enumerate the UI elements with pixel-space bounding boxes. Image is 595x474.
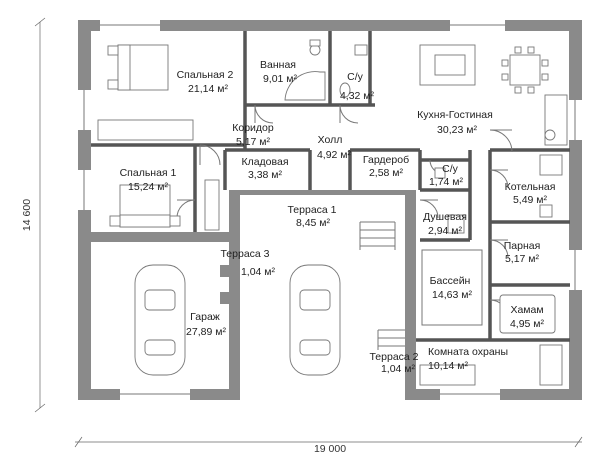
outer-walls: [78, 20, 582, 400]
room-name-boiler: Котельная: [505, 181, 556, 193]
boiler-icon: [539, 154, 563, 176]
room-area-guard: 10,14 м²: [428, 360, 468, 372]
height-dimension: 14 600: [21, 199, 33, 231]
room-area-corridor: 5,17 м²: [236, 136, 271, 148]
room-area-storage: 3,38 м²: [248, 169, 283, 181]
room-area-hammam: 4,95 м²: [510, 318, 545, 330]
room-area-wc2: 1,74 м²: [429, 176, 464, 188]
room-name-steam: Парная: [504, 240, 541, 252]
room-area-terrace3: 1,04 м²: [241, 266, 276, 278]
furniture: [97, 39, 568, 386]
room-name-corridor: Коридор: [232, 122, 274, 134]
room-name-terrace1: Терраса 1: [287, 204, 336, 216]
room-area-bedroom2: 21,14 м²: [188, 83, 228, 95]
room-name-wardrobe: Гардероб: [363, 154, 409, 166]
stairs-icon: [359, 221, 396, 250]
car-icon: [134, 264, 186, 376]
room-labels: Спальная 2 21,14 м² Ванная 9,01 м² С/у 4…: [120, 59, 556, 375]
room-name-storage: Кладовая: [241, 156, 288, 168]
room-name-hall: Холл: [318, 134, 343, 146]
room-area-garage: 27,89 м²: [186, 326, 226, 338]
room-name-wc1: С/у: [347, 71, 364, 83]
room-area-terrace1: 8,45 м²: [296, 217, 331, 229]
room-name-bedroom1: Спальная 1: [120, 167, 177, 179]
car-icon: [289, 264, 341, 376]
room-name-pool: Бассейн: [430, 275, 471, 287]
dining-table-icon: [509, 54, 541, 86]
room-area-terrace2: 1,04 м²: [381, 363, 416, 375]
room-area-boiler: 5,49 м²: [513, 194, 548, 206]
inner-walls: [91, 31, 570, 342]
room-area-bedroom1: 15,24 м²: [128, 181, 168, 193]
room-name-wc2: С/у: [442, 163, 459, 175]
room-area-steam: 5,17 м²: [505, 253, 540, 265]
room-area-hall: 4,92 м²: [317, 149, 352, 161]
room-area-kitchen: 30,23 м²: [437, 124, 477, 136]
room-name-guard: Комната охраны: [428, 346, 508, 358]
room-area-wc1: 4,32 м²: [340, 90, 375, 102]
room-name-garage: Гараж: [190, 311, 220, 323]
room-name-terrace3: Терраса 3: [220, 248, 269, 260]
room-name-hammam: Хамам: [510, 304, 543, 316]
width-dimension: 19 000: [314, 443, 346, 455]
wardrobe-bedroom2: [97, 119, 194, 141]
room-area-wardrobe: 2,58 м²: [369, 167, 404, 179]
dimension-lines: 14 600 19 000: [21, 17, 583, 455]
room-area-shower: 2,94 м²: [428, 225, 463, 237]
toilet-icon: [339, 82, 351, 98]
room-name-shower: Душевая: [423, 211, 467, 223]
room-area-bathroom: 9,01 м²: [263, 73, 298, 85]
pool-outline: [421, 249, 483, 326]
stairs-icon: [377, 329, 405, 350]
bathtub-icon: [284, 71, 326, 101]
room-name-bedroom2: Спальная 2: [177, 69, 234, 81]
wardrobe-bedroom1: [204, 179, 220, 231]
room-name-bathroom: Ванная: [260, 59, 296, 71]
room-name-terrace2: Терраса 2: [369, 351, 418, 363]
room-name-kitchen: Кухня-Гостиная: [417, 109, 493, 121]
room-area-pool: 14,63 м²: [432, 289, 472, 301]
